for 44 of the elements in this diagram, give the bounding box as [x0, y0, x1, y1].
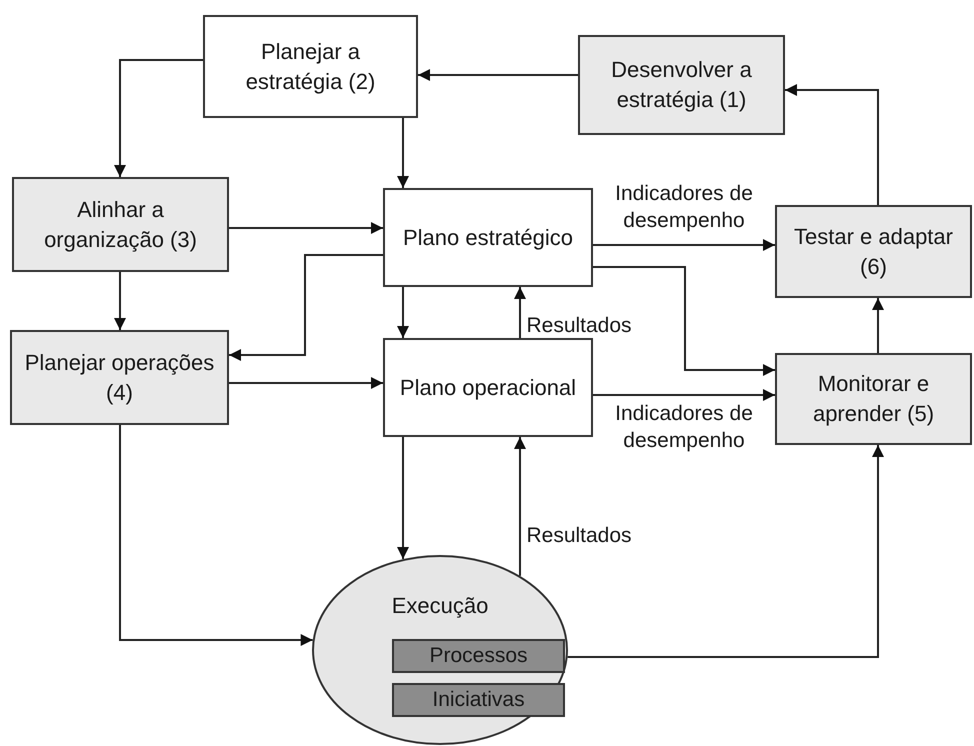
arrow [229, 222, 383, 234]
arrow [418, 69, 578, 81]
process-box [775, 353, 972, 445]
arrow [593, 266, 775, 376]
arrow [872, 298, 884, 353]
arrow [514, 437, 526, 576]
arrow [785, 84, 879, 205]
node-label: Execução [390, 592, 490, 620]
edge-label: Resultados [525, 523, 633, 549]
process-box [578, 35, 785, 135]
execution-ellipse [312, 555, 568, 745]
arrow [114, 59, 203, 177]
process-box [775, 205, 972, 298]
arrow [397, 437, 409, 560]
edge-label: Indicadores de desempenho [614, 401, 754, 454]
node-label: Plano estratégico [402, 224, 574, 252]
component-box [392, 683, 565, 717]
component-box [392, 639, 565, 673]
arrow [119, 425, 313, 646]
process-box [383, 338, 593, 437]
arrow [397, 287, 409, 338]
process-box [12, 177, 229, 272]
node-label: Processos [428, 642, 529, 669]
arrow [593, 239, 775, 251]
node-label: Planejar operações (4) [24, 348, 216, 406]
process-box [203, 15, 418, 118]
arrow [514, 287, 526, 338]
arrow [229, 254, 383, 361]
process-box [383, 188, 593, 287]
arrow [114, 272, 126, 330]
node-label: Alinhar a organização (3) [43, 196, 198, 254]
node-label: Iniciativas [431, 686, 526, 713]
arrow [229, 377, 383, 389]
arrow [568, 445, 884, 658]
arrow [593, 389, 775, 401]
node-label: Monitorar e aprender (5) [812, 370, 936, 428]
edge-label: Indicadores de desempenho [614, 181, 754, 234]
process-box [10, 330, 229, 425]
node-label: Planejar a estratégia (2) [244, 38, 376, 96]
arrow [397, 118, 409, 188]
node-label: Plano operacional [398, 374, 578, 402]
node-label: Desenvolver a estratégia (1) [610, 56, 753, 114]
node-label: Testar e adaptar (6) [793, 222, 954, 280]
edge-label: Resultados [525, 313, 633, 339]
